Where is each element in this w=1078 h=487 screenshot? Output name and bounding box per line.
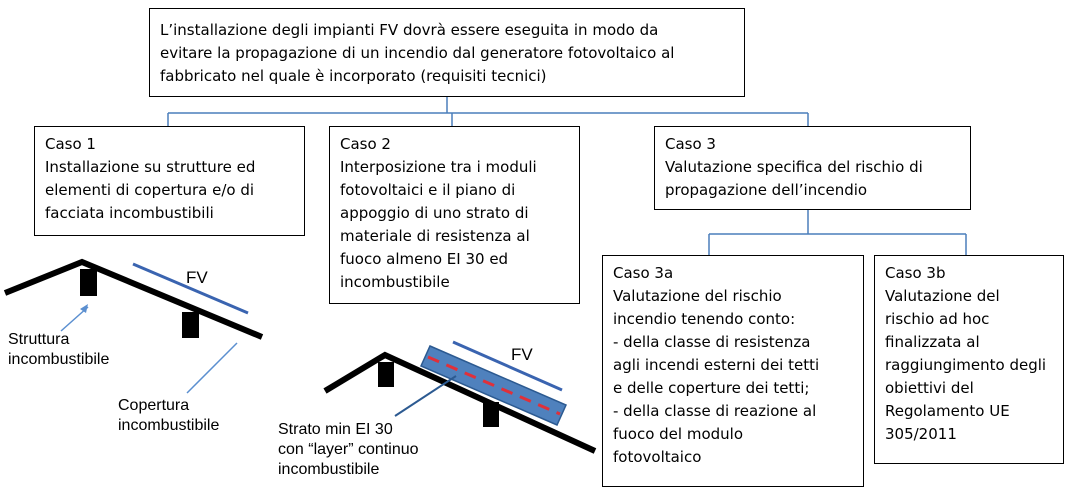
support-block (483, 402, 499, 427)
roof-figure-1 (3, 258, 264, 394)
struttura-label: Struttura incombustibile (8, 331, 110, 368)
support-block (80, 269, 97, 296)
case-3b-box: Caso 3b Valutazione del rischio ad hoc f… (874, 255, 1064, 464)
fv-panel-line (452, 340, 563, 392)
arrow-strato (394, 375, 457, 417)
fv-label-1: FV (186, 268, 208, 287)
case-3a-box: Caso 3a Valutazione del rischio incendio… (602, 255, 864, 487)
connector-lines (167, 97, 967, 255)
fv-panel-line (132, 262, 249, 315)
roof-line (3, 258, 264, 340)
arrow-copertura (186, 342, 238, 394)
roof-line (323, 351, 597, 454)
strato-label: Strato min EI 30 con “layer” continuo in… (278, 421, 419, 478)
support-block (378, 362, 394, 387)
roof-figure-2 (323, 340, 597, 454)
copertura-label: Copertura incombustibile (118, 397, 220, 434)
fv-label-2: FV (511, 345, 533, 364)
case-2-box: Caso 2 Interposizione tra i moduli fotov… (329, 126, 580, 304)
arrow-head (80, 304, 88, 313)
layer-dash-line (427, 355, 561, 416)
case-1-box: Caso 1 Installazione su strutture ed ele… (34, 126, 305, 236)
top-requirement-box: L’installazione degli impianti FV dovrà … (149, 8, 745, 97)
case-3-box: Caso 3 Valutazione specifica del rischio… (654, 126, 971, 210)
support-block (182, 312, 199, 338)
